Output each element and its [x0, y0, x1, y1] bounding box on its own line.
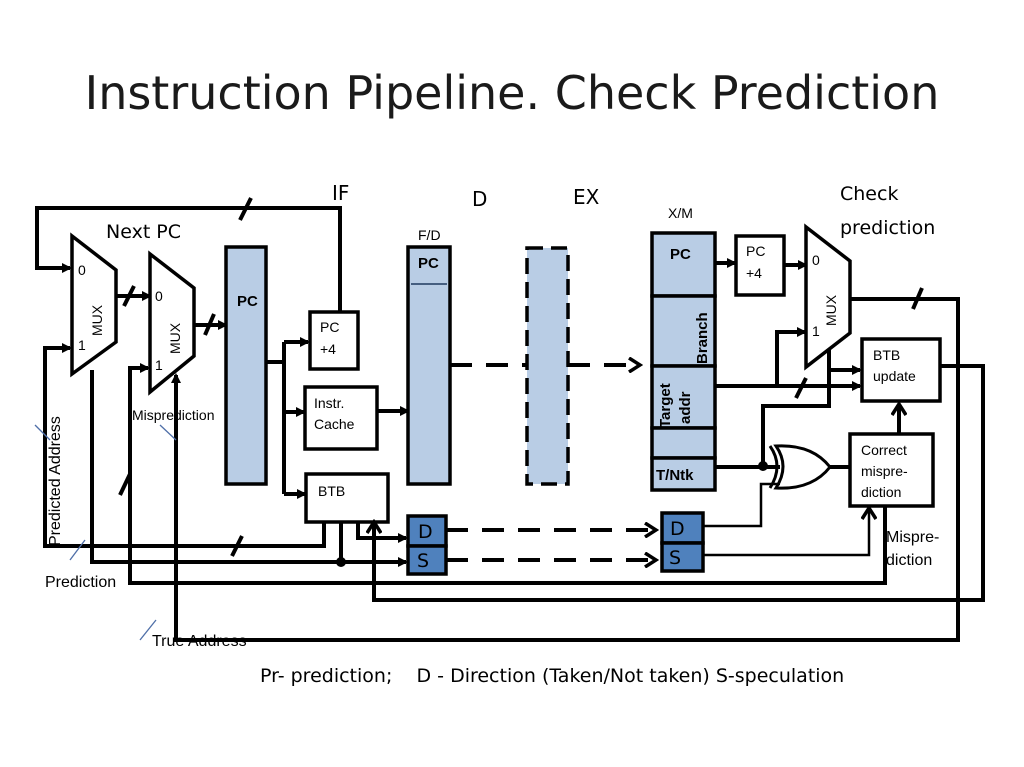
fd-pc-field: PC	[418, 255, 439, 272]
junction-dot	[336, 557, 346, 567]
mux2-label: MUX	[167, 322, 183, 354]
bus-tick	[118, 473, 132, 496]
next-pc-label: Next PC	[106, 221, 181, 243]
bus-tick	[203, 313, 216, 336]
correct-label-1: Correct	[861, 442, 907, 458]
check-mux-in1: 1	[812, 323, 820, 339]
d-register-xm	[660, 511, 705, 545]
d-register-xm-label: D	[670, 518, 685, 540]
s-register-xm	[660, 541, 705, 573]
stage-ex-label: EX	[573, 185, 600, 209]
pc-plus4-if-label-1: PC	[320, 319, 339, 335]
legend-text: Pr- prediction; D - Direction (Taken/Not…	[260, 665, 844, 687]
pc-plus4-if	[308, 310, 360, 371]
wire-d-to-xor	[703, 482, 780, 528]
pc-plus4-if-label-2: +4	[320, 341, 336, 357]
xm-register-label: X/M	[668, 205, 693, 221]
xm-pc-field	[650, 231, 717, 298]
junction-dot	[758, 461, 768, 471]
correct-label-2: mispre-	[861, 463, 908, 479]
xm-target-label: Target	[657, 383, 674, 428]
wire-target-to-check-mux	[775, 327, 807, 386]
check-mux-label: MUX	[823, 294, 839, 326]
mux1-in1: 1	[78, 337, 86, 353]
mux1-label: MUX	[89, 304, 105, 336]
predicted-address-label: Predicted Address	[47, 416, 64, 546]
bus-tick	[911, 287, 924, 310]
fd-register-label: F/D	[418, 227, 441, 243]
d-register-fd-label: D	[418, 521, 433, 543]
misprediction-label: Misprediction	[132, 407, 214, 423]
pc-register	[224, 245, 268, 486]
wire-true-address	[171, 297, 960, 642]
btb-label: BTB	[318, 483, 345, 499]
bus-tick	[794, 377, 808, 399]
pc-plus4-check-label-2: +4	[746, 265, 762, 281]
bus-tick	[238, 197, 253, 221]
label-pointer	[69, 539, 86, 561]
stage-d-label: D	[472, 187, 487, 211]
btb-update-label-1: BTB	[873, 347, 900, 363]
mux-next-pc-2	[148, 250, 196, 396]
xor-gate	[773, 444, 832, 490]
wire-predicted-address	[43, 343, 326, 548]
wire-prediction	[90, 370, 408, 567]
check-prediction-label-2: prediction	[840, 217, 935, 239]
d-register-fd	[406, 514, 448, 548]
check-mux-in0: 0	[812, 252, 820, 268]
bus-tick	[230, 535, 244, 557]
mux2-in0: 0	[155, 288, 163, 304]
s-register-xm-label: S	[669, 547, 681, 569]
wire-btb-to-d	[356, 522, 408, 543]
btb-update-label-2: update	[873, 368, 916, 384]
label-pointer	[139, 619, 157, 641]
instruction-cache	[303, 385, 379, 451]
s-register-fd-label: S	[417, 550, 429, 572]
mux-check-prediction	[804, 223, 852, 371]
label-pointer	[159, 424, 177, 441]
xm-addr-label: addr	[677, 391, 694, 424]
icache-label-2: Cache	[314, 416, 355, 432]
xm-empty-field	[650, 426, 717, 460]
xm-pc-label: PC	[670, 246, 691, 263]
stage-if-label: IF	[332, 181, 349, 205]
correct-label-3: diction	[861, 484, 901, 500]
prediction-label: Prediction	[45, 574, 116, 591]
btb-update	[860, 337, 942, 403]
true-address-label: True Address	[152, 633, 247, 650]
label-pointer	[34, 424, 51, 441]
mispre-diction-label-2: diction	[886, 552, 932, 569]
correct-misprediction	[848, 432, 935, 508]
mispre-diction-label-1: Mispre-	[886, 529, 939, 546]
dx-register	[525, 246, 570, 486]
xm-branch-field	[650, 294, 717, 368]
btb	[304, 472, 390, 524]
xm-tntk-field	[650, 456, 717, 492]
pc-register-label: PC	[237, 293, 258, 310]
wire-mux-sel	[761, 350, 831, 463]
slide-title: Instruction Pipeline. Check Prediction	[84, 66, 940, 120]
mux-next-pc-1	[70, 232, 118, 378]
bus-tick	[122, 285, 136, 307]
wire-pc4-to-mux0	[35, 206, 342, 312]
mux1-in0: 0	[78, 262, 86, 278]
icache-label-1: Instr.	[314, 395, 344, 411]
mux2-in1: 1	[155, 357, 163, 373]
xm-target-field	[650, 364, 717, 430]
xm-tntk-label: T/Ntk	[656, 467, 694, 484]
wire-misprediction	[128, 363, 887, 585]
wire-s-to-correct	[703, 508, 869, 557]
check-prediction-label-1: Check	[840, 183, 898, 205]
pc-plus4-check-label-1: PC	[746, 243, 765, 259]
fd-register	[406, 245, 452, 486]
xm-branch-label: Branch	[694, 312, 711, 364]
wire-btb-update-to-btb	[374, 364, 985, 602]
pc-plus4-check	[734, 234, 786, 297]
